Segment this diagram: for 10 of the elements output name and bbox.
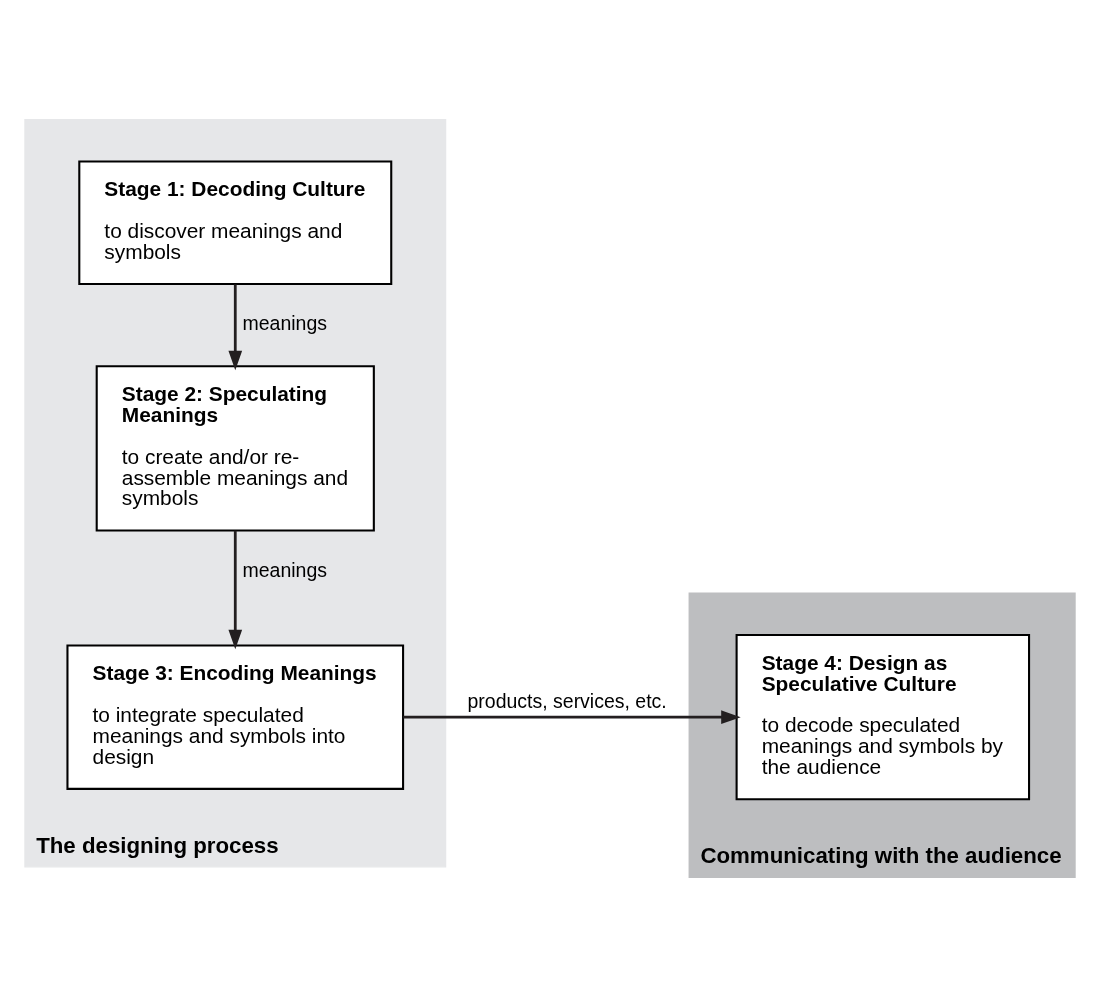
node-box: Stage 2: Speculating Meanings to create and/or re-assemble meanings and symbols — [95, 364, 375, 532]
edge-label: products, services, etc. — [467, 689, 667, 712]
arrow — [403, 709, 741, 724]
node-box: Stage 4: Design as Speculative Culture to decode speculated meanings and symbols by the audience — [735, 633, 1031, 800]
edge-label: meanings — [242, 558, 328, 581]
node-box: Stage 1: Decoding Culture to discover meanings and symbols — [78, 159, 393, 285]
arrow — [228, 283, 243, 370]
edge-label: meanings — [242, 311, 328, 334]
arrow — [228, 530, 243, 649]
node-box: Stage 3: Encoding Meanings to integrate speculated meanings and symbols into design — [66, 643, 405, 790]
